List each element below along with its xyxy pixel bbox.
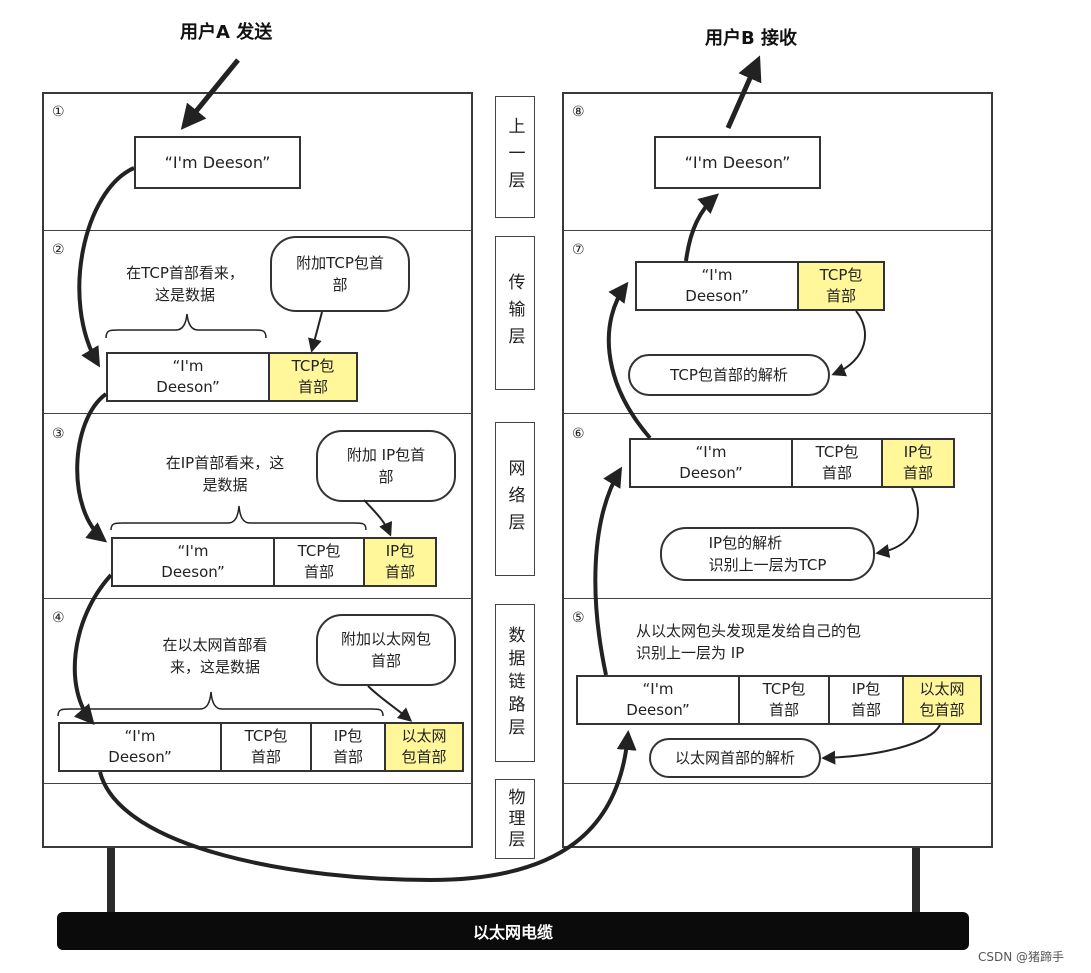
sender-divider: [43, 230, 472, 231]
tcp-header: TCP包首部: [268, 354, 356, 400]
receiver-divider: [563, 413, 992, 414]
receiver-eth-parse: 以太网首部的解析: [649, 738, 821, 778]
ip-header: IP包首部: [881, 440, 953, 486]
ip-header: IP包首部: [310, 724, 384, 770]
step-4: ④: [52, 610, 65, 626]
layer-upper: 上一层: [495, 96, 535, 218]
ethernet-header: 以太网包首部: [384, 724, 462, 770]
receiver-divider: [563, 783, 992, 784]
receiver-divider: [563, 598, 992, 599]
step-3: ③: [52, 426, 65, 442]
step-1: ①: [52, 104, 65, 120]
sender-divider: [43, 413, 472, 414]
ethernet-cable: 以太网电缆: [57, 912, 969, 950]
sender-title: 用户A 发送: [180, 22, 273, 43]
receiver-divider: [563, 230, 992, 231]
sender-tcp-note: 在TCP首部看来，这是数据: [126, 264, 244, 304]
sender-message-box: “I'm Deeson”: [134, 136, 301, 189]
tcp-header: TCP包首部: [738, 677, 828, 723]
sender-ip-note: 在IP首部看来，这是数据: [165, 454, 285, 494]
sender-divider: [43, 783, 472, 784]
cable-post-left: [107, 848, 115, 914]
receiver-ip-parse: IP包的解析识别上一层为TCP: [660, 527, 875, 581]
tcp-header: TCP包首部: [797, 263, 883, 309]
step-8: ⑧: [572, 104, 585, 120]
layer-network: 网络层: [495, 422, 535, 576]
tcp-header: TCP包首部: [220, 724, 310, 770]
sender-tcp-bubble: 附加TCP包首部: [270, 236, 410, 312]
receiver-eth-note: 从以太网包头发现是发给自己的包识别上一层为 IP: [636, 622, 862, 662]
cable-post-right: [912, 848, 920, 914]
layer-physical: 物理层: [495, 779, 535, 859]
step-5: ⑤: [572, 610, 585, 626]
sender-eth-bubble: 附加以太网包首部: [316, 614, 456, 686]
layer-datalink: 数据链路层: [495, 604, 535, 762]
ip-header: IP包首部: [363, 539, 435, 585]
step-2: ②: [52, 242, 65, 258]
ethernet-header: 以太网包首部: [902, 677, 980, 723]
ip-header: IP包首部: [828, 677, 902, 723]
sender-ip-bubble: 附加 IP包首部: [316, 430, 456, 502]
step-6: ⑥: [572, 426, 585, 442]
step-7: ⑦: [572, 242, 585, 258]
receiver-title: 用户B 接收: [705, 28, 797, 49]
layer-transport: 传输层: [495, 236, 535, 390]
receiver-message-box: “I'm Deeson”: [654, 136, 821, 189]
watermark: CSDN @猪蹄手: [978, 950, 1065, 964]
sender-eth-note: 在以太网首部看来，这是数据: [162, 636, 268, 676]
tcp-header: TCP包首部: [791, 440, 881, 486]
receiver-tcp-parse: TCP包首部的解析: [628, 354, 830, 396]
sender-divider: [43, 598, 472, 599]
tcp-header: TCP包首部: [273, 539, 363, 585]
